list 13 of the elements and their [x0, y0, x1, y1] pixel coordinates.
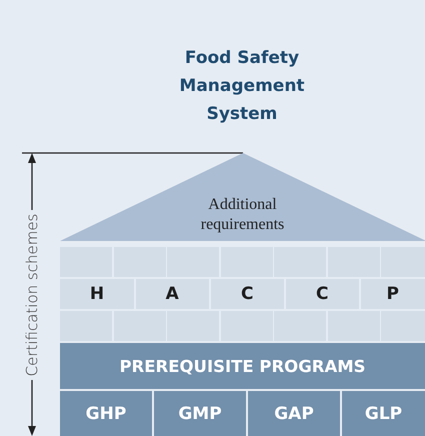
pillar-block: GHP	[60, 391, 152, 436]
node-text: Additional requirements	[200, 195, 286, 235]
pillar-block: GLP	[342, 391, 425, 436]
dimension-label: Certification schemes	[23, 214, 41, 376]
brick: C	[286, 279, 359, 309]
title: Food Safety Management System	[178, 47, 306, 126]
brick: H	[60, 279, 134, 309]
brick: A	[136, 279, 209, 309]
foundation-band: PREREQUISITE PROGRAMS	[60, 343, 425, 389]
brick: C	[210, 279, 284, 309]
brick: P	[360, 279, 425, 309]
pillar-block: GAP	[248, 391, 340, 436]
pillar-block: GMP	[154, 391, 246, 436]
